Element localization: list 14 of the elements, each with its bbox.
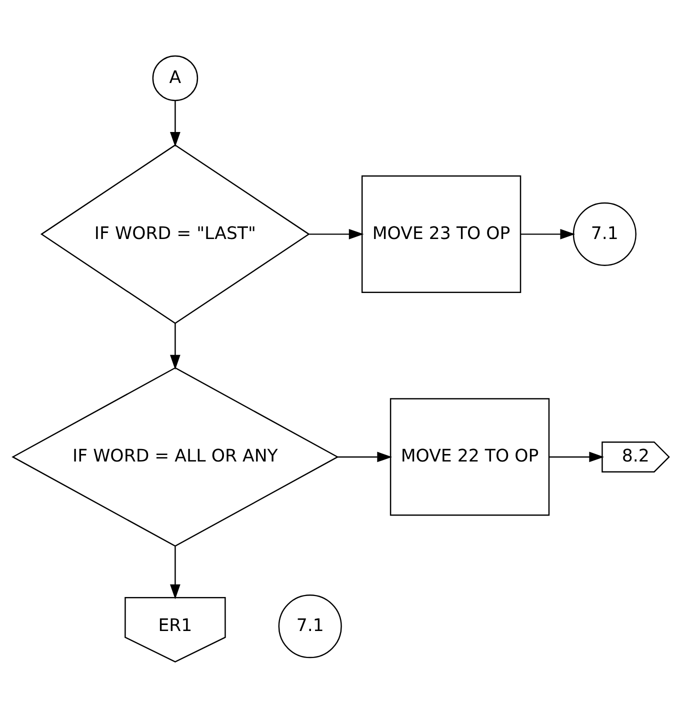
node-circle: 7.1 [278,594,342,658]
node-circle: 7.1 [572,202,636,266]
arrow [170,322,180,370]
node-box: MOVE 22 TO OP [390,398,550,516]
arrow [309,228,364,239]
node-diamond: IF WORD = "LAST" [40,144,310,324]
arrow [520,228,576,239]
arrow [337,451,392,462]
node-diamond: IF WORD = ALL OR ANY [12,366,339,546]
node-circle: A [152,54,198,101]
arrow [170,546,180,599]
arrow [549,451,604,462]
node-box: MOVE 23 TO OP [361,174,522,292]
arrow [170,100,180,146]
